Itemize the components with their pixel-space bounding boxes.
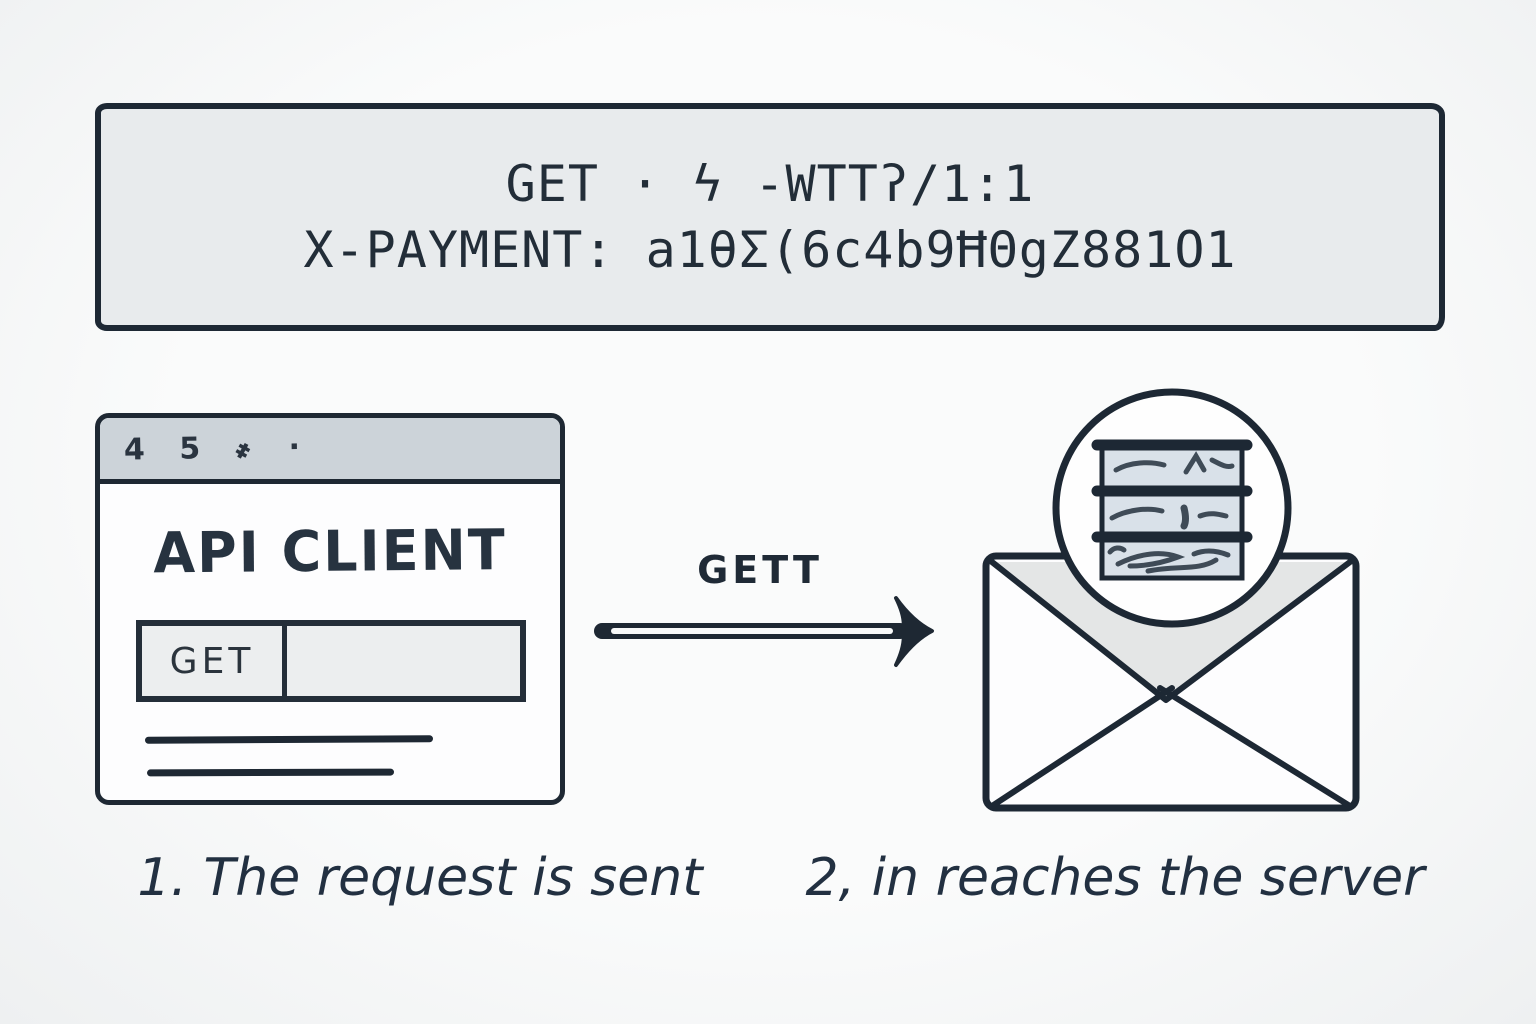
server-scribbles (1107, 451, 1235, 574)
caption-step-1: 1. The request is sent (137, 848, 703, 908)
arrow-label: GETT (697, 548, 823, 592)
request-arrow-icon (594, 596, 934, 667)
api-client-window: 4 5 ҂ · API CLIENT GET (95, 413, 565, 805)
method-label: GET (169, 640, 255, 682)
envelope-icon (982, 552, 1360, 812)
server-badge (1052, 388, 1292, 628)
envelope-flap (992, 562, 1350, 700)
caption-step-2: 2, in reaches the server (805, 848, 1425, 908)
server-row (1099, 442, 1245, 492)
server-rack-icon (1091, 439, 1253, 581)
request-line-1: GET · ϟ -WTTʔ/1:1 (505, 154, 1035, 213)
request-line-2: X-PAYMENT: a1θΣ(6c4b9ĦΘgZ881O1 (303, 221, 1237, 279)
http-request-box: GET · ϟ -WTTʔ/1:1 X-PAYMENT: a1θΣ(6c4b9Ħ… (95, 103, 1445, 331)
url-bar: GET (136, 620, 526, 702)
window-titlebar: 4 5 ҂ · (100, 418, 560, 484)
method-box: GET (142, 626, 287, 696)
